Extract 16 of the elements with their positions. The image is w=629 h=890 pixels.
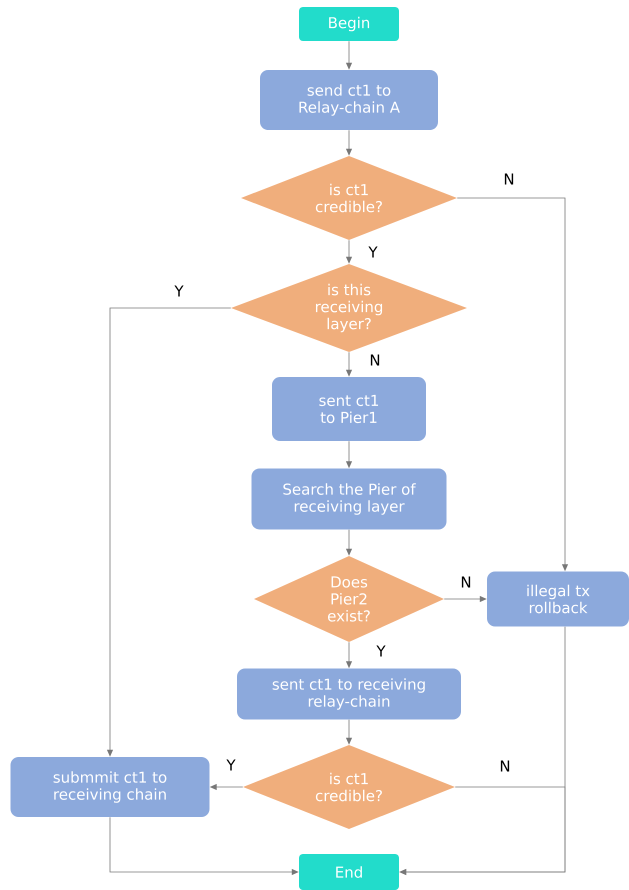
edge-label: N <box>502 172 516 186</box>
edge-label: Y <box>225 758 237 772</box>
edge-label: Y <box>367 246 379 258</box>
process-box: sent ct1 to receiving relay-chain <box>237 668 461 720</box>
edge-label: N <box>368 354 382 366</box>
process-box: sent ct1 to Pier1 <box>272 377 426 441</box>
process-box: submmit ct1 to receiving chain <box>10 757 210 817</box>
process-box: Search the Pier of receiving layer <box>252 468 446 530</box>
process-box: send ct1 to Relay-chain A <box>260 70 438 130</box>
edge-label: Y <box>375 644 387 658</box>
terminal-box: End <box>299 854 399 890</box>
edge-label: Y <box>173 284 185 298</box>
terminal-box: Begin <box>299 7 399 41</box>
edge-label: N <box>459 576 473 588</box>
process-box: illegal tx rollback <box>487 572 629 626</box>
edge-label: N <box>498 760 512 772</box>
